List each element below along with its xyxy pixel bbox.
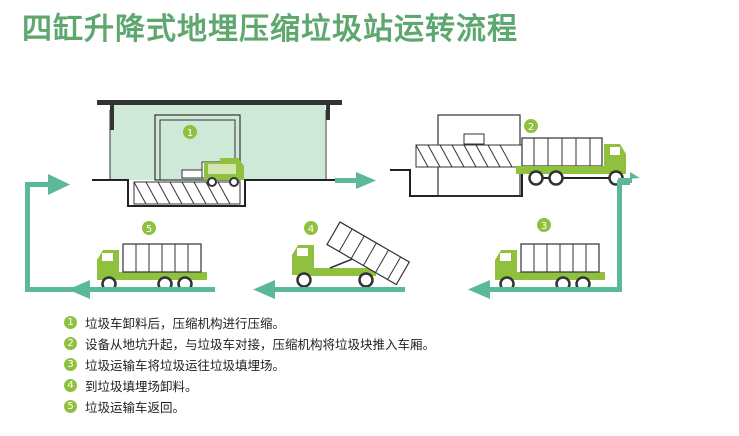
step-badges: 1 2 3 4 5 (142, 119, 551, 235)
legend-item: 3 垃圾运输车将垃圾运往垃圾填埋场。 (64, 354, 435, 374)
step-legend: 1 垃圾车卸料后，压缩机构进行压缩。 2 设备从地坑升起，与垃圾车对接，压缩机构… (64, 312, 435, 417)
badge-4: 4 (308, 224, 314, 235)
step-number-badge: 5 (64, 399, 77, 413)
stage-1-station (92, 100, 342, 207)
legend-item: 1 垃圾车卸料后，压缩机构进行压缩。 (64, 312, 435, 332)
stage-5-truck (95, 242, 209, 292)
flow-arrows (25, 172, 640, 299)
legend-item: 4 到垃圾填埋场卸料。 (64, 375, 435, 395)
step-number-badge: 1 (64, 315, 77, 329)
stage-2-station (390, 114, 628, 197)
arrow-left-icon (468, 280, 490, 299)
step-text: 垃圾运输车返回。 (85, 399, 186, 415)
arrow-right-icon (48, 174, 70, 195)
arrow-left-icon (253, 280, 275, 299)
arrow-left-icon (68, 280, 90, 299)
stage-4-truck (292, 221, 411, 288)
step-number-badge: 4 (64, 378, 77, 392)
badge-1: 1 (187, 128, 193, 139)
step-text: 垃圾运输车将垃圾运往垃圾填埋场。 (85, 357, 286, 373)
step-number-badge: 2 (64, 336, 77, 350)
legend-item: 2 设备从地坑升起，与垃圾车对接，压缩机构将垃圾块推入车厢。 (64, 333, 435, 353)
step-number-badge: 3 (64, 357, 77, 371)
stage-3-truck (493, 242, 607, 292)
arrow-right-icon (356, 172, 376, 189)
page-title: 四缸升降式地埋压缩垃圾站运转流程 (22, 12, 518, 47)
step-text: 到垃圾填埋场卸料。 (85, 378, 198, 394)
badge-2: 2 (528, 122, 534, 133)
badge-3: 3 (541, 221, 547, 232)
step-text: 设备从地坑升起，与垃圾车对接，压缩机构将垃圾块推入车厢。 (85, 336, 436, 352)
badge-5: 5 (146, 224, 152, 235)
step-text: 垃圾车卸料后，压缩机构进行压缩。 (85, 315, 286, 331)
legend-item: 5 垃圾运输车返回。 (64, 396, 435, 416)
